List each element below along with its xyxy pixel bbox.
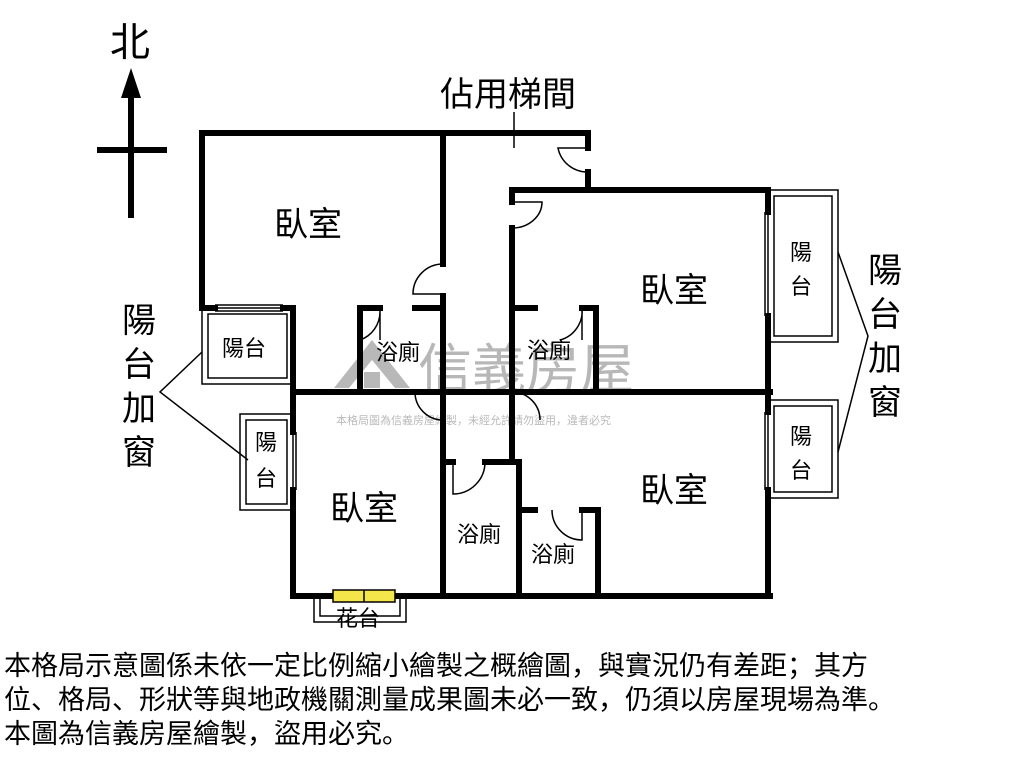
bedroom-sw-label: 臥室 — [330, 489, 398, 529]
north-label: 北 — [110, 20, 150, 66]
bath-3-label: 浴廁 — [457, 523, 501, 548]
right-callout-char: 台 — [868, 295, 902, 335]
balcony-e-lower-label-1: 陽 — [790, 425, 812, 450]
left-callout-char: 加 — [122, 389, 156, 429]
balcony-e-lower-outer — [767, 399, 839, 499]
bedroom-nw-label: 臥室 — [274, 205, 342, 245]
balcony-w-lower-outer — [239, 413, 294, 511]
floor-plan: 北 佔用梯間 信義房屋 本格局圖為信義房屋繪製，未經允許請勿盜用，違者必究 — [97, 20, 902, 632]
left-callout-char: 台 — [122, 345, 156, 385]
balcony-w-lower-label-2: 台 — [255, 467, 277, 492]
left-callout-char: 陽 — [122, 301, 156, 341]
balcony-e-upper-label-1: 陽 — [790, 241, 812, 266]
right-callout-char: 陽 — [868, 251, 902, 291]
wall-bath4-right — [579, 507, 601, 599]
balcony-w-upper-inner — [207, 313, 288, 379]
bath-4-label: 浴廁 — [531, 543, 575, 568]
bedroom-ne-label: 臥室 — [640, 271, 708, 311]
right-callout-leader — [837, 251, 869, 453]
left-callout: 陽 台 加 窗 — [122, 301, 156, 473]
walls — [199, 130, 773, 599]
door-swing-ne — [511, 201, 543, 229]
door-swing-se — [511, 391, 541, 421]
disclaimer: 本格局示意圖係未依一定比例縮小繪製之概繪圖，與實況仍有差距；其方 位、格局、形狀… — [4, 650, 1020, 752]
north-compass: 北 — [97, 20, 167, 218]
door-swing-bath3 — [452, 461, 486, 495]
disclaimer-line: 本圖為信義房屋繪製，盜用必究。 — [4, 719, 409, 750]
door-swing-bath4 — [551, 509, 583, 541]
door-swing-stair — [557, 147, 589, 173]
right-callout-char: 窗 — [868, 383, 902, 423]
balcony-e-lower-inner — [773, 405, 833, 493]
door-swing-bath1 — [359, 308, 381, 341]
watermark-notice: 本格局圖為信義房屋繪製，未經允許請勿盜用，違者必究 — [336, 413, 611, 427]
stair-label: 佔用梯間 — [440, 75, 576, 115]
balcony-e-upper-inner — [773, 195, 833, 337]
balcony-w-lower-inner — [245, 419, 288, 505]
balconies — [201, 189, 839, 623]
disclaimer-line: 本格局示意圖係未依一定比例縮小繪製之概繪圖，與實況仍有差距；其方 — [4, 651, 868, 682]
door-swing-bath2 — [559, 307, 583, 341]
balcony-e-upper-label-2: 台 — [790, 275, 812, 300]
wall-bath1 — [357, 305, 383, 395]
bedroom-se-label: 臥室 — [640, 471, 708, 511]
callout-leaders — [158, 251, 869, 461]
door-swing-nw — [412, 263, 444, 295]
watermark-logo-icon — [334, 340, 410, 388]
wall-bath2-right — [579, 305, 599, 395]
wall-nw-outer — [199, 130, 591, 311]
north-arrow-icon — [121, 68, 141, 98]
balcony-w-lower-label-1: 陽 — [255, 431, 277, 456]
flower-bed-label: 花台 — [336, 607, 380, 632]
wall-ne-top — [509, 187, 771, 215]
right-callout-char: 加 — [868, 339, 902, 379]
left-callout-char: 窗 — [122, 433, 156, 473]
balcony-w-upper-outer — [201, 307, 294, 385]
balcony-e-upper-outer — [767, 189, 839, 343]
watermark-logo-door — [364, 372, 380, 388]
left-callout-leader — [158, 351, 249, 461]
bath-1-label: 浴廁 — [376, 341, 420, 366]
right-callout: 陽 台 加 窗 — [868, 251, 902, 423]
disclaimer-line: 位、格局、形狀等與地政機關測量成果圖未必一致，仍須以房屋現場為準。 — [4, 685, 895, 716]
balcony-e-lower-label-2: 台 — [790, 459, 812, 484]
balcony-w-upper-label: 陽台 — [222, 337, 266, 362]
bath-2-label: 浴廁 — [527, 339, 571, 364]
door-swing-sw — [414, 391, 444, 421]
wall-bath3-right — [482, 459, 522, 599]
doors — [359, 147, 589, 541]
